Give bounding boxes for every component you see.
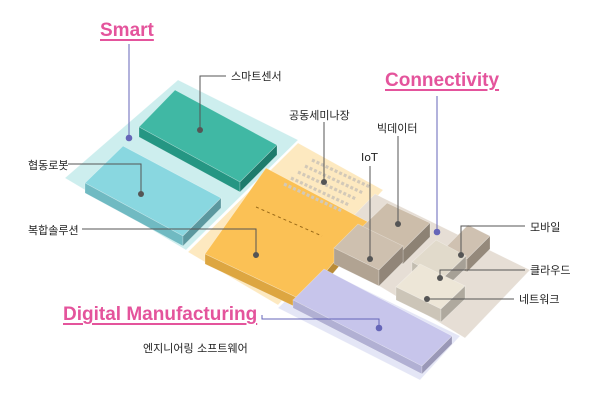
smart-category-dot [125, 134, 133, 142]
label-cloud: 클라우드 [530, 264, 571, 277]
mobile-connector [460, 225, 525, 255]
category-connectivity: Connectivity [385, 70, 500, 91]
mobile-dot [458, 252, 464, 258]
digital-category-connector [261, 315, 380, 328]
label-smart-sensor: 스마트센서 [231, 70, 282, 83]
label-composite-solution: 복합솔루션 [28, 224, 79, 237]
composite-solution-dot [253, 252, 259, 258]
composite-solution-connector [82, 228, 257, 255]
stripe [283, 182, 343, 213]
label-mobile: 모바일 [530, 221, 561, 234]
digital-category-dot [375, 324, 383, 332]
process-simulation-stripes [283, 158, 371, 213]
category-smart: Smart [100, 20, 154, 41]
collaborative-robot-connector [68, 163, 142, 194]
collaborative-robot-box [84, 145, 222, 247]
label-iot: IoT [361, 151, 378, 164]
big-data-dot [395, 221, 401, 227]
smart-sensor-connector [199, 75, 226, 130]
stripe [290, 176, 350, 207]
stripe [304, 164, 364, 195]
dashed-divider [255, 206, 323, 237]
connectivity-category-dot [433, 228, 441, 236]
connector-dots [125, 127, 464, 332]
stripe [297, 170, 357, 201]
iot-dot [367, 256, 373, 262]
connectors [68, 44, 525, 328]
label-engineering-software: 엔지니어링 소프트웨어 [143, 342, 248, 355]
network-dot [424, 296, 430, 302]
label-collaborative-robot: 협동로봇 [28, 159, 69, 172]
collaborative-robot-dot [138, 191, 144, 197]
category-digital-manufacturing: Digital Manufacturing [63, 304, 258, 325]
stripe [311, 158, 371, 189]
label-process-simulation: 공동세미나장 [289, 109, 350, 122]
smart-sensor-dot [197, 127, 203, 133]
iot-box [333, 223, 404, 287]
process-simulation-dot [321, 179, 327, 185]
network-box [395, 263, 466, 323]
label-big-data: 빅데이터 [377, 122, 418, 135]
smart-sensor-box [138, 89, 278, 193]
cloud-dot [437, 275, 443, 281]
label-network: 네트워크 [519, 293, 560, 306]
